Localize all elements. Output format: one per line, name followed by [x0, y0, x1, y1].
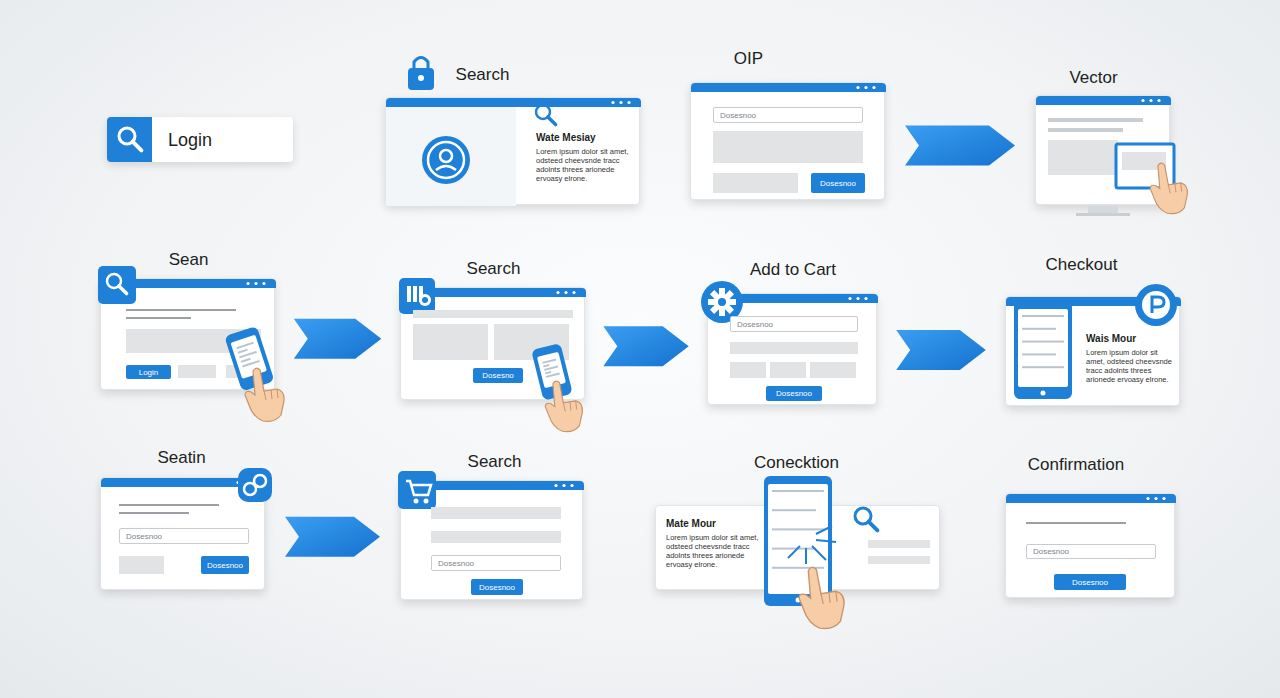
text-panel: Wais MourLorem ipsum dolor sit amet, ods…	[1086, 333, 1178, 384]
screen-title: Checkout	[1046, 255, 1118, 275]
screen-illustration	[401, 288, 586, 401]
field-placeholder: Dosesnoo	[1033, 547, 1069, 556]
text-panel: Wate MesiayLorem ipsum dolor sit amet, o…	[536, 132, 634, 183]
panel-heading: Wais Mour	[1086, 333, 1178, 344]
screen-title: Confirmation	[1028, 455, 1124, 475]
panel-body: Lorem ipsum dolor sit amet, odsteed chee…	[666, 533, 762, 569]
screen-title: OIP	[734, 49, 763, 69]
screen-title: Search	[468, 452, 522, 472]
flow-arrow	[896, 330, 986, 370]
flow-arrow	[905, 126, 1015, 166]
action-button: Dosesno	[473, 368, 523, 383]
screen-title: Sean	[169, 250, 209, 270]
button-label: Dosesnoo	[207, 561, 243, 570]
screen-title: Conecktion	[754, 453, 839, 473]
button-label: Dosesnoo	[479, 583, 515, 592]
flow-arrow	[603, 326, 688, 366]
screen-card: ConecktionMate MourLorem ipsum dolor sit…	[655, 505, 940, 590]
search-bar: Login	[107, 117, 293, 162]
screen-card: SearchDosesnooDosesnoo	[400, 480, 583, 600]
screen-card: ConfirmationDosesnooDosesnoo	[1005, 493, 1175, 598]
action-button: Login	[126, 365, 171, 379]
button-label: Dosesnoo	[820, 179, 856, 188]
input-field: Dosesnoo	[730, 316, 858, 332]
screen-card: SearchWate MesiayLorem ipsum dolor sit a…	[385, 97, 640, 205]
field-placeholder: Dosesnoo	[737, 320, 773, 329]
screen-card: SeatinDosesnooDosesnoo	[100, 477, 265, 590]
screen-title: Add to Cart	[750, 260, 836, 280]
input-field: Dosesnoo	[1026, 544, 1156, 559]
action-button: Dosesnoo	[201, 556, 249, 574]
flow-arrow	[294, 319, 382, 359]
screen-illustration	[1036, 96, 1171, 206]
screen-title: Vector	[1069, 68, 1117, 88]
screen-title: Search	[456, 65, 510, 85]
action-button: Dosesnoo	[811, 173, 865, 193]
panel-body: Lorem ipsum dolor sit amet, odsteed chee…	[536, 147, 634, 183]
screen-card: CheckoutWais MourLorem ipsum dolor sit a…	[1005, 296, 1180, 406]
button-label: Dosesnoo	[776, 389, 812, 398]
screen-card: Vector	[1035, 95, 1170, 205]
action-button: Dosesnoo	[471, 579, 523, 595]
screen-title: Seatin	[157, 448, 205, 468]
field-placeholder: Dosesnoo	[126, 532, 162, 541]
action-button: Dosesnoo	[1054, 574, 1126, 590]
action-button: Dosesnoo	[766, 386, 822, 401]
input-field: Dosesnoo	[119, 528, 249, 544]
button-label: Dosesnoo	[1072, 578, 1108, 587]
panel-heading: Wate Mesiay	[536, 132, 634, 143]
field-placeholder: Dosesnoo	[720, 111, 756, 120]
panel-heading: Mate Mour	[666, 518, 762, 529]
field-placeholder: Dosesnoo	[438, 559, 474, 568]
panel-body: Lorem ipsum dolor sit amet, odsteed chee…	[1086, 348, 1178, 384]
input-field: Dosesnoo	[431, 555, 561, 571]
search-label: Login	[168, 129, 212, 150]
screen-card: SeanLogin	[100, 278, 275, 390]
text-panel: Mate MourLorem ipsum dolor sit amet, ods…	[666, 518, 762, 569]
screen-title: Search	[467, 259, 521, 279]
screen-card: SearchDosesno	[400, 287, 585, 400]
input-field: Dosesnoo	[713, 107, 863, 123]
button-label: Dosesno	[482, 371, 514, 380]
screen-card: OIPDosesnooDosesnoo	[690, 82, 885, 200]
button-label: Login	[139, 368, 159, 377]
flow-arrow	[285, 517, 380, 557]
screen-card: Add to CartDosesnooDosesnoo	[707, 293, 877, 405]
